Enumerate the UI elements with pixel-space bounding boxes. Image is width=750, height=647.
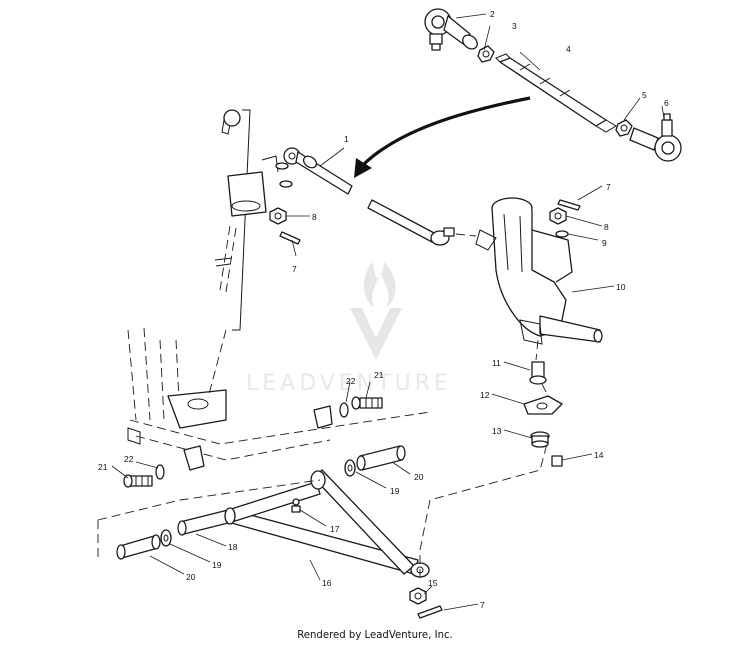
cotter-pin-7-right bbox=[557, 199, 581, 211]
callout-2: 2 bbox=[490, 9, 495, 19]
footer-credit: Rendered by LeadVenture, Inc. bbox=[297, 628, 453, 641]
callout-15: 15 bbox=[428, 578, 438, 588]
callout-17: 17 bbox=[330, 524, 340, 534]
washer-left bbox=[275, 162, 293, 188]
callout-16: 16 bbox=[322, 578, 332, 588]
callout-12: 12 bbox=[480, 390, 490, 400]
bushing-20-right bbox=[356, 445, 406, 471]
tie-rod-end-6 bbox=[629, 113, 682, 162]
callout-4: 4 bbox=[566, 44, 571, 54]
callout-21-left: 21 bbox=[98, 462, 108, 472]
tie-rod-end-2 bbox=[424, 8, 478, 51]
callout-19-right: 19 bbox=[390, 486, 400, 496]
callout-18: 18 bbox=[228, 542, 238, 552]
nut-8-right bbox=[549, 207, 567, 225]
leader-lines bbox=[111, 13, 665, 611]
frame bbox=[127, 327, 431, 471]
plate-12 bbox=[523, 395, 563, 415]
washer-19-left bbox=[160, 529, 172, 547]
callout-7-bottom: 7 bbox=[480, 600, 485, 610]
jam-nut-5 bbox=[615, 119, 633, 137]
callout-9: 9 bbox=[602, 238, 607, 248]
washer-9 bbox=[555, 230, 569, 238]
washer-22-left bbox=[155, 464, 165, 480]
bolt-14 bbox=[551, 455, 563, 467]
callout-11: 11 bbox=[492, 358, 501, 368]
assembly-lines bbox=[97, 233, 549, 578]
callout-22-left: 22 bbox=[124, 454, 134, 464]
callout-22-right: 22 bbox=[346, 376, 356, 386]
callout-20-left: 20 bbox=[186, 572, 196, 582]
watermark-text: LEADVENTURE bbox=[246, 371, 452, 396]
bolt-21-left bbox=[123, 474, 153, 488]
a-arm-16 bbox=[177, 469, 430, 578]
callout-7-right: 7 bbox=[606, 182, 611, 192]
steering-shaft bbox=[214, 109, 279, 331]
callout-13: 13 bbox=[492, 426, 502, 436]
nut-8-left bbox=[269, 207, 287, 225]
callout-7-left: 7 bbox=[292, 264, 297, 274]
spindle-10 bbox=[475, 197, 603, 345]
callout-1: 1 bbox=[344, 134, 349, 144]
tie-rod-assembly-1 bbox=[283, 147, 455, 246]
callout-8-left: 8 bbox=[312, 212, 317, 222]
callout-3: 3 bbox=[512, 21, 517, 31]
grease-fitting-17 bbox=[291, 498, 301, 513]
bolt-21-right bbox=[351, 396, 383, 410]
callout-19-left: 19 bbox=[212, 560, 222, 570]
washer-19-right bbox=[344, 459, 356, 477]
callouts: 2 3 4 5 6 1 7 8 9 10 8 7 11 12 13 14 21 … bbox=[98, 9, 669, 610]
bolt-11 bbox=[529, 361, 547, 385]
callout-5: 5 bbox=[642, 90, 647, 100]
callout-14: 14 bbox=[594, 450, 604, 460]
callout-10: 10 bbox=[616, 282, 626, 292]
washer-22-right bbox=[339, 402, 349, 418]
callout-20-right: 20 bbox=[414, 472, 424, 482]
castle-nut-15 bbox=[409, 587, 427, 605]
bushing-20-left bbox=[116, 534, 161, 560]
assembly-arrow bbox=[354, 96, 531, 178]
ball-joint-13 bbox=[530, 431, 550, 448]
callout-21-right: 21 bbox=[374, 370, 384, 380]
cotter-pin-7-bottom bbox=[417, 605, 443, 619]
callout-8-right: 8 bbox=[604, 222, 609, 232]
leadventure-watermark: LEADVENTURE bbox=[246, 262, 452, 396]
cotter-pin-7-left bbox=[279, 231, 301, 245]
callout-6: 6 bbox=[664, 98, 669, 108]
jam-nut-3 bbox=[477, 45, 495, 63]
tie-rod-tube-4 bbox=[495, 53, 617, 133]
